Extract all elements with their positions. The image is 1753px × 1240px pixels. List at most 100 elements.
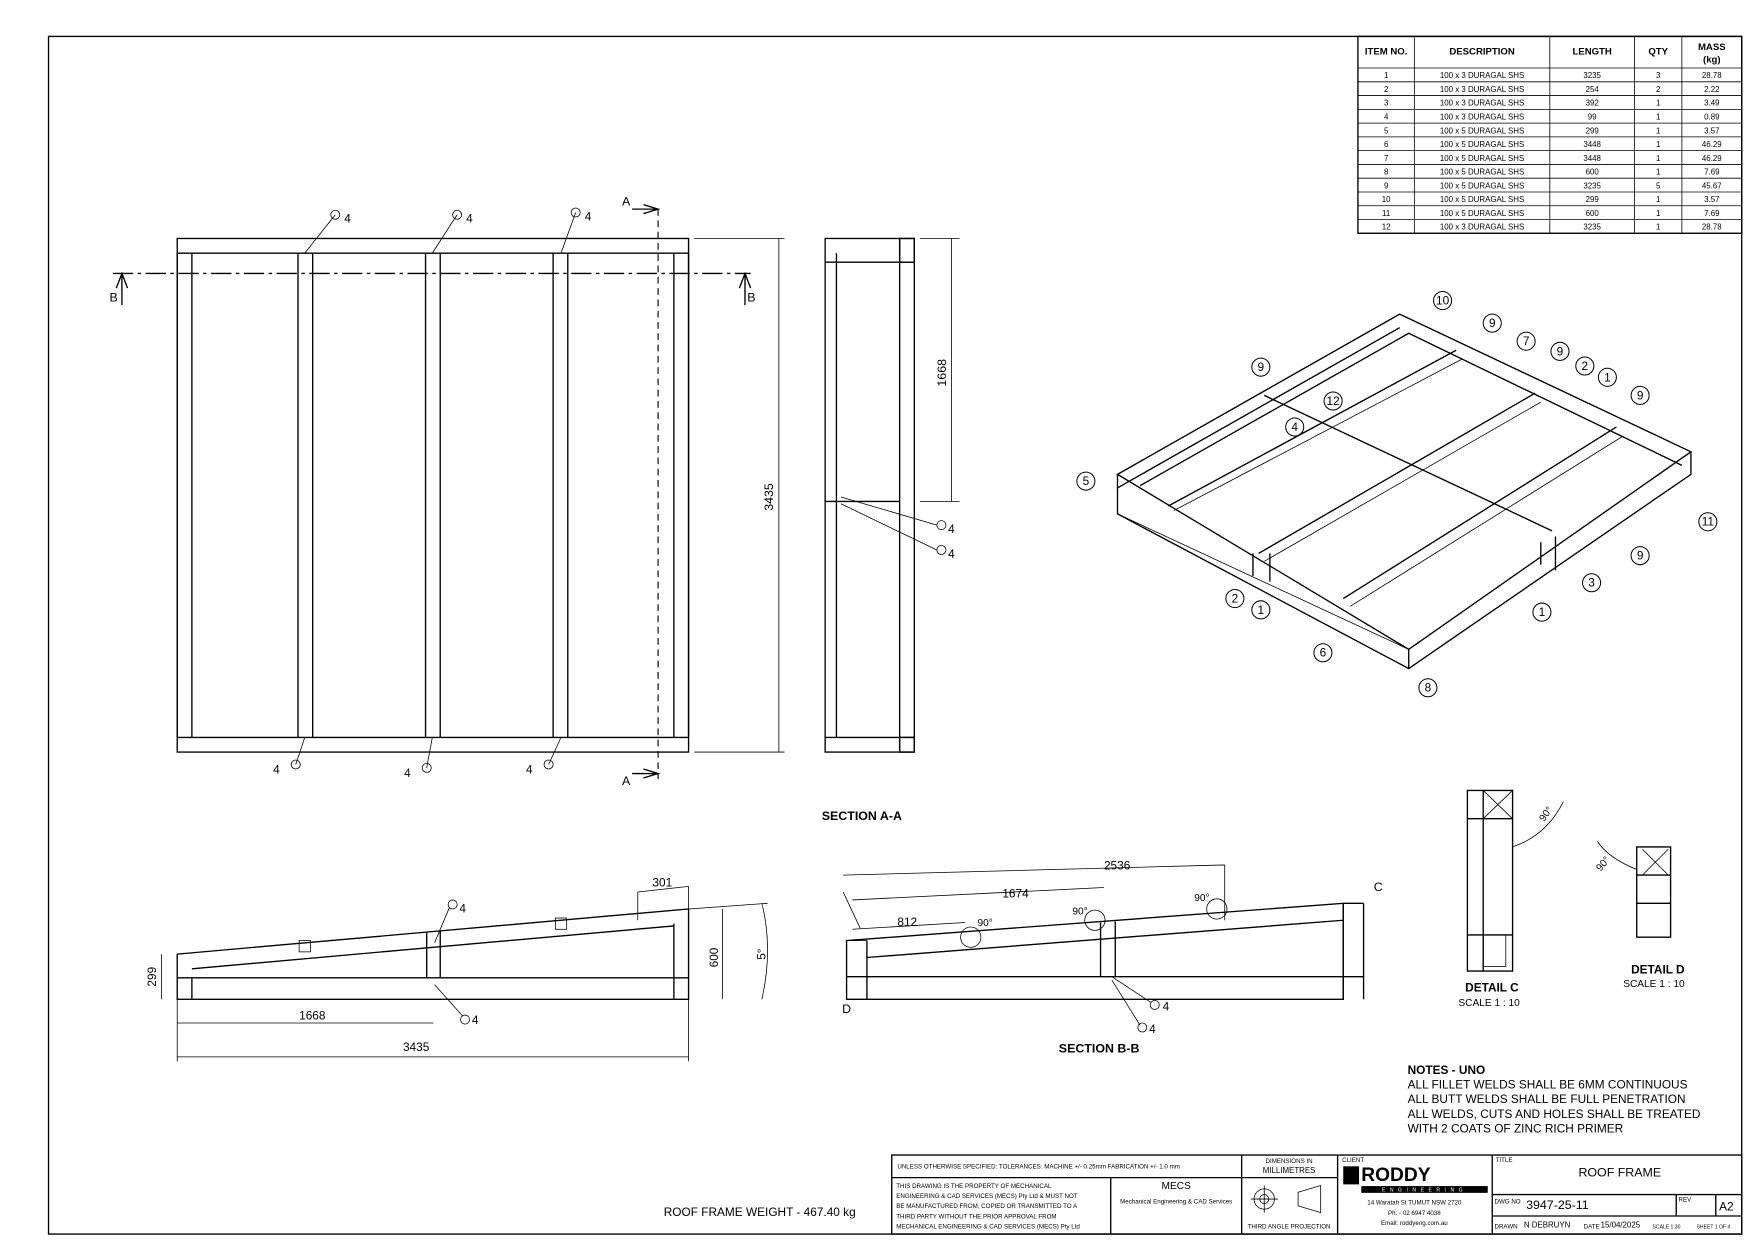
weld-symbol: 4: [273, 763, 280, 777]
sheet: SHEET 1 OF 4: [1697, 1224, 1731, 1230]
property-notice: THIRD PARTY WITHOUT THE PRIOR APPROVAL F…: [896, 1213, 1056, 1220]
bom-cell-description: 100 x 3 DURAGAL SHS: [1440, 223, 1524, 232]
balloon-label: 12: [1326, 394, 1339, 408]
client-address: 14 Waratah St TUMUT NSW 2720: [1367, 1200, 1462, 1207]
date: 15/04/2025: [1601, 1220, 1641, 1229]
client-email: Email: roddyeng.com.au: [1381, 1220, 1448, 1227]
dim-299: 299: [145, 966, 159, 986]
detail-c-marker: C: [1374, 880, 1383, 894]
bom-cell-mass: 28.78: [1702, 223, 1722, 232]
bom-cell-length: 254: [1586, 85, 1600, 94]
section-a-a-dimension: 1668: [935, 359, 949, 387]
bom-cell-qty: 3: [1656, 71, 1661, 80]
bom-cell-mass: 3.49: [1704, 99, 1720, 108]
bom-cell-length: 3235: [1583, 181, 1601, 190]
dim-1668: 1668: [299, 1009, 326, 1023]
weld-symbol: 4: [466, 212, 473, 226]
bom-cell-description: 100 x 5 DURAGAL SHS: [1440, 154, 1524, 163]
bom-cell-item: 9: [1384, 181, 1389, 190]
bom-cell-qty: 1: [1656, 209, 1660, 218]
bom-cell-length: 600: [1586, 209, 1600, 218]
weld-symbol: 4: [1163, 1000, 1170, 1014]
section-a-a-title: SECTION A-A: [822, 809, 902, 823]
bom-cell-mass: 3.57: [1704, 126, 1719, 135]
bom-cell-description: 100 x 5 DURAGAL SHS: [1440, 126, 1524, 135]
drawing-number: 3947-25-11: [1526, 1198, 1589, 1212]
projection-label: THIRD ANGLE PROJECTION: [1248, 1223, 1331, 1230]
tolerances: UNLESS OTHERWISE SPECIFIED: TOLERANCES: …: [897, 1164, 1180, 1171]
dim-812: 812: [897, 915, 917, 929]
balloon-label: 9: [1489, 316, 1496, 330]
balloon-item-1: 1: [1251, 600, 1271, 620]
bom-cell-description: 100 x 5 DURAGAL SHS: [1440, 195, 1524, 204]
bom-cell-mass: 46.29: [1702, 140, 1722, 149]
detail-c-angle: 90°: [1538, 805, 1556, 824]
detail-d-angle: 90°: [1594, 855, 1612, 874]
side-elevation-view: 299 600 5° 301 1668 3435 4 4: [145, 875, 768, 1062]
section-b-label-right: B: [747, 291, 755, 305]
section-a-label-top: A: [622, 195, 631, 209]
bom-header-mass-unit: (kg): [1703, 54, 1721, 65]
bom-cell-mass: 7.69: [1704, 168, 1720, 177]
frame-weight: ROOF FRAME WEIGHT - 467.40 kg: [664, 1205, 856, 1219]
balloon-label: 11: [1702, 515, 1715, 529]
property-notice: MECHANICAL ENGINEERING & CAD SERVICES (M…: [896, 1223, 1080, 1230]
balloon-item-9: 9: [1630, 385, 1650, 405]
bom-cell-length: 3235: [1583, 71, 1601, 80]
dimensions-unit: MILLIMETRES: [1263, 1166, 1316, 1175]
bom-cell-length: 3448: [1583, 140, 1601, 149]
bom-cell-description: 100 x 5 DURAGAL SHS: [1440, 181, 1524, 190]
balloon-label: 6: [1320, 646, 1327, 660]
scale: SCALE 1:30: [1653, 1224, 1681, 1230]
weld-symbol: 4: [948, 522, 955, 536]
revision: A2: [1719, 1199, 1734, 1213]
bom-header-mass: MASS: [1698, 42, 1726, 53]
bom-cell-description: 100 x 5 DURAGAL SHS: [1440, 168, 1524, 177]
drawing-title: ROOF FRAME: [1578, 1165, 1661, 1179]
title-label: TITLE: [1496, 1157, 1513, 1164]
balloon-label: 10: [1436, 294, 1450, 308]
note-line: ALL BUTT WELDS SHALL BE FULL PENETRATION: [1408, 1092, 1686, 1106]
bom-cell-qty: 1: [1656, 126, 1660, 135]
property-notice: ENGINEERING & CAD SERVICES (MECS) Pty Lt…: [896, 1193, 1078, 1200]
bom-cell-qty: 1: [1656, 195, 1660, 204]
angle-90: 90°: [978, 918, 993, 929]
weld-symbol: 4: [344, 212, 351, 226]
detail-c: 90° DETAIL C SCALE 1 : 10: [1458, 789, 1564, 1009]
detail-d-scale: SCALE 1 : 10: [1623, 979, 1685, 990]
client-logo-sub: ENGINEERING: [1382, 1188, 1467, 1194]
balloon-item-1: 1: [1532, 602, 1552, 622]
bom-cell-qty: 1: [1656, 140, 1660, 149]
bom-cell-mass: 46.29: [1702, 154, 1722, 163]
balloon-item-5: 5: [1076, 471, 1096, 491]
bom-cell-item: 12: [1382, 223, 1391, 232]
bom-cell-qty: 1: [1656, 154, 1660, 163]
bom-cell-item: 7: [1384, 154, 1388, 163]
mecs-subtitle: Mechanical Engineering & CAD Services: [1120, 1199, 1232, 1206]
dim-3435: 3435: [403, 1040, 430, 1054]
bom-cell-length: 299: [1586, 126, 1600, 135]
balloon-item-7: 7: [1516, 331, 1536, 351]
balloon-label: 3: [1588, 576, 1595, 590]
drawn-by: N DEBRUYN: [1524, 1220, 1571, 1229]
section-a-label-bottom: A: [622, 774, 631, 788]
balloon-item-4: 4: [1285, 417, 1305, 437]
balloon-label: 9: [1637, 549, 1644, 563]
bom-cell-qty: 1: [1656, 112, 1660, 121]
balloon-label: 1: [1604, 370, 1611, 384]
detail-c-title: DETAIL C: [1465, 980, 1519, 994]
bom-cell-item: 11: [1382, 209, 1390, 218]
bom-cell-qty: 1: [1656, 223, 1660, 232]
bom-header-qty: QTY: [1648, 46, 1668, 57]
note-line: ALL FILLET WELDS SHALL BE 6MM CONTINUOUS: [1408, 1077, 1688, 1091]
weld-symbol: 4: [526, 763, 533, 777]
balloon-label: 2: [1232, 592, 1239, 606]
bom-cell-length: 3448: [1583, 154, 1601, 163]
